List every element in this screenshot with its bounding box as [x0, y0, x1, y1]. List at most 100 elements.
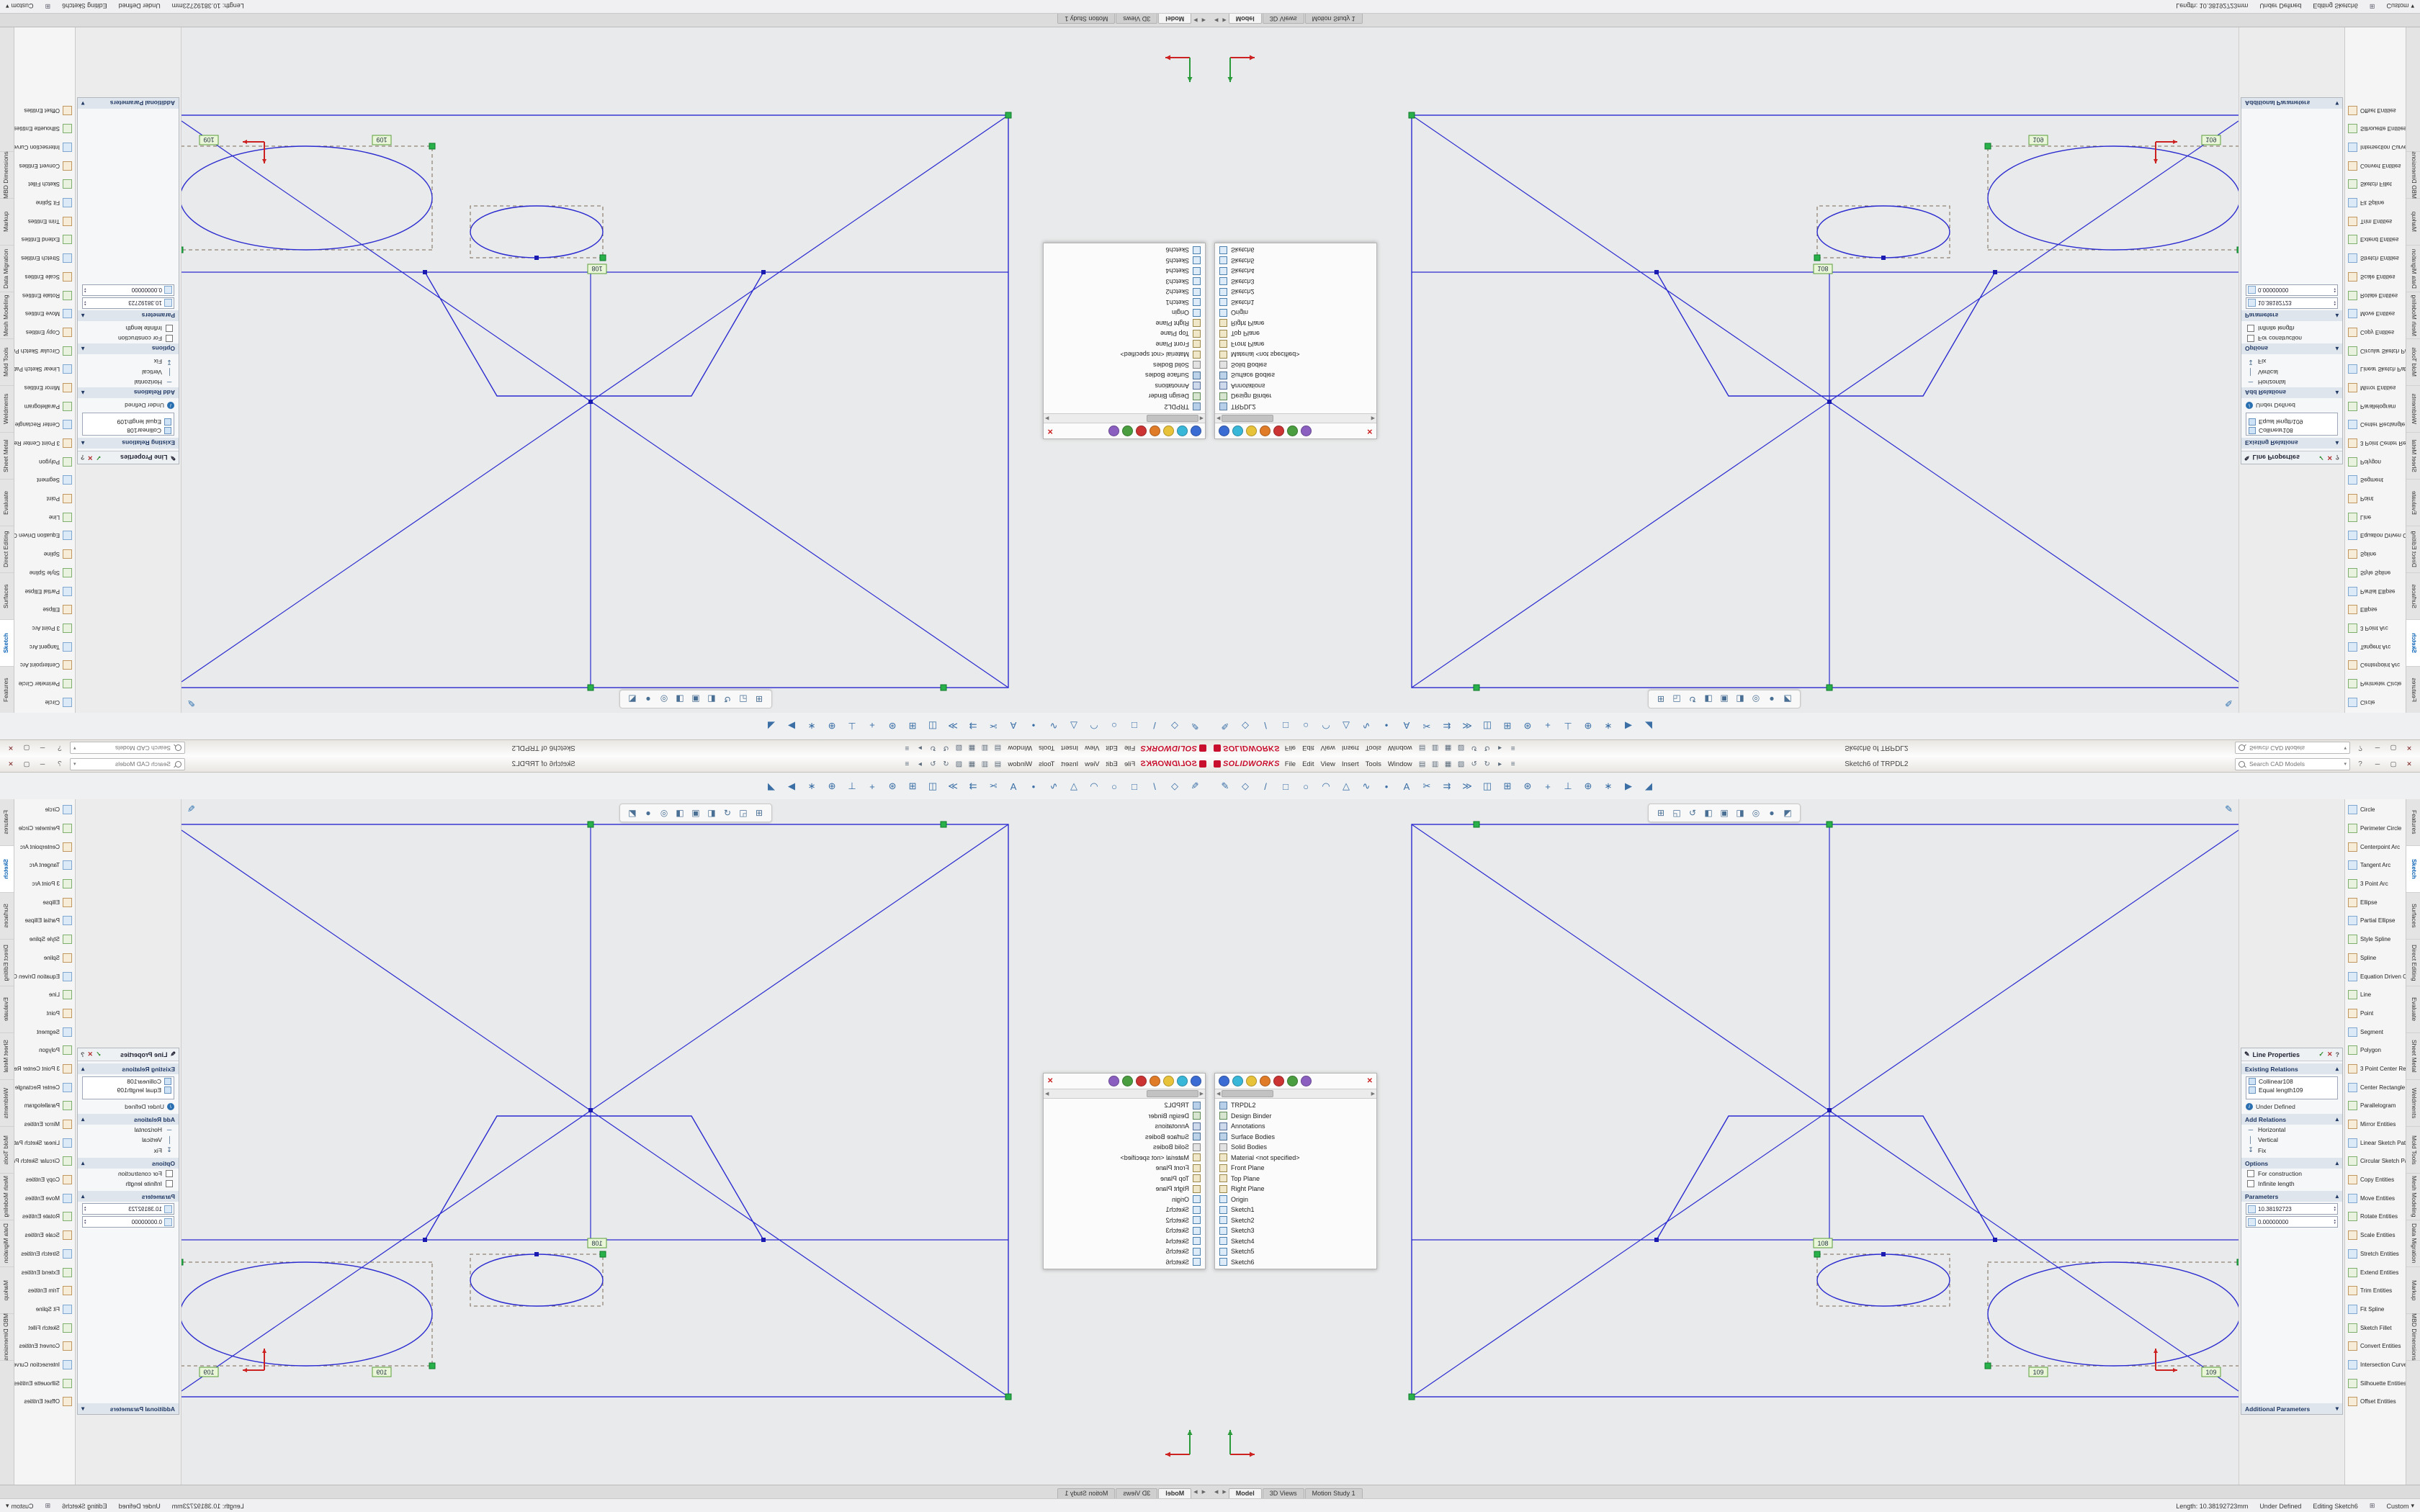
relation-callout-box[interactable] — [372, 1367, 392, 1377]
spinner-control[interactable]: ▴▾ — [84, 287, 86, 294]
command-tool-icon[interactable]: ∗ — [807, 780, 816, 791]
graphics-viewport[interactable]: 108 109 109 — [1210, 27, 2238, 713]
menu-item[interactable]: Window — [1387, 760, 1412, 768]
appearance-sphere-icon[interactable] — [1163, 426, 1174, 436]
tree-item[interactable]: Origin — [1215, 1194, 1376, 1205]
command-manager-tab[interactable]: Markup — [2406, 1267, 2420, 1314]
section-additional-parameters[interactable]: Additional Parameters ▾ — [78, 98, 179, 109]
confirmation-corner-icon[interactable]: ✎ — [2225, 804, 2233, 814]
qat-icon[interactable]: ↺ — [943, 760, 949, 768]
sketch-menu-item[interactable]: Scale Entities — [2345, 1226, 2406, 1245]
section-add-relations[interactable]: Add Relations ▴ — [2241, 1114, 2342, 1125]
maximize-button[interactable]: ▢ — [2390, 744, 2397, 752]
menu-item[interactable]: Tools — [1365, 760, 1381, 768]
sketch-menu-item[interactable]: Perimeter Circle — [2345, 819, 2406, 838]
tree-item[interactable]: Annotations — [1215, 381, 1376, 392]
search-dropdown-icon[interactable]: ▾ — [2344, 762, 2347, 767]
spinner-control[interactable]: ▴▾ — [84, 300, 86, 307]
command-tool-icon[interactable]: • — [1031, 720, 1036, 732]
hud-icon[interactable]: ⊞ — [1657, 694, 1665, 704]
command-manager-tab[interactable]: Sheet Metal — [0, 1033, 14, 1080]
checkbox[interactable] — [2247, 335, 2254, 342]
command-tool-icon[interactable]: ⊥ — [1564, 721, 1572, 732]
sketch-menu-item[interactable]: Perimeter Circle — [14, 819, 75, 838]
command-tool-icon[interactable]: ◠ — [1090, 780, 1098, 791]
sketch-menu-item[interactable]: Mirror Entities — [2345, 379, 2406, 397]
document-tab[interactable]: 3D Views — [1116, 14, 1158, 24]
spinner-control[interactable]: ▴▾ — [84, 1218, 86, 1225]
command-tool-icon[interactable]: ◇ — [1171, 721, 1178, 732]
document-tab[interactable]: 3D Views — [1262, 14, 1304, 24]
sketch-menu-item[interactable]: Parallelogram — [2345, 1097, 2406, 1115]
sketch-menu-item[interactable]: Circle — [2345, 801, 2406, 819]
ok-icon[interactable]: ✓ — [96, 1050, 102, 1058]
grid-icon[interactable]: ⊞ — [45, 1502, 51, 1509]
qat-icon[interactable]: ≡ — [905, 760, 910, 768]
ok-icon[interactable]: ✓ — [96, 454, 102, 462]
minimize-button[interactable]: ─ — [2375, 744, 2380, 752]
command-tool-icon[interactable]: ▶ — [788, 721, 795, 732]
tree-item[interactable]: Sketch2 — [1044, 287, 1205, 297]
relation-button[interactable]: ─ Horizontal — [78, 377, 179, 387]
menu-item[interactable]: Edit — [1302, 744, 1314, 752]
tree-item[interactable]: Annotations — [1044, 1121, 1205, 1132]
command-tool-icon[interactable]: ✂ — [989, 721, 998, 732]
hud-icon[interactable]: ◎ — [1752, 808, 1760, 818]
qat-icon[interactable]: ▥ — [981, 760, 989, 768]
section-additional-parameters[interactable]: Additional Parameters ▾ — [78, 1403, 179, 1414]
tree-item[interactable]: Front Plane — [1044, 1163, 1205, 1174]
document-tab[interactable]: Motion Study 1 — [1304, 14, 1363, 24]
sketch-menu-item[interactable]: Intersection Curve — [2345, 138, 2406, 157]
tree-item[interactable]: TRPDL2 — [1044, 402, 1205, 413]
tree-item[interactable]: Front Plane — [1215, 339, 1376, 350]
relation-callout-box[interactable] — [372, 135, 392, 145]
tree-item[interactable]: Right Plane — [1215, 1184, 1376, 1194]
hud-icon[interactable]: ▣ — [691, 694, 700, 704]
appearance-sphere-icon[interactable] — [1177, 1076, 1188, 1086]
sketch-menu-item[interactable]: Rotate Entities — [2345, 1207, 2406, 1226]
command-tool-icon[interactable]: ⊛ — [1523, 780, 1532, 791]
command-tool-icon[interactable]: □ — [1283, 780, 1289, 792]
confirmation-corner-icon[interactable]: ✎ — [2225, 698, 2233, 708]
command-tool-icon[interactable]: ◇ — [1242, 780, 1249, 791]
hud-icon[interactable]: ◎ — [660, 694, 668, 704]
hud-icon[interactable]: ◧ — [1704, 694, 1713, 704]
tree-item[interactable]: Solid Bodies — [1215, 360, 1376, 371]
command-manager-tab[interactable]: Mesh Modeling — [0, 292, 14, 338]
search-input[interactable] — [79, 760, 172, 768]
hud-icon[interactable]: ◨ — [676, 694, 684, 704]
sketch-menu-item[interactable]: Intersection Curve — [14, 1356, 75, 1374]
tree-item[interactable]: Sketch6 — [1044, 245, 1205, 256]
selection-box-large[interactable] — [1987, 1261, 2238, 1367]
sketch-menu-item[interactable]: Mirror Entities — [14, 1115, 75, 1134]
sketch-menu-item[interactable]: Fit Spline — [14, 194, 75, 212]
sketch-diagonal-1[interactable] — [182, 120, 1009, 688]
sketch-menu-item[interactable]: Polygon — [14, 1041, 75, 1060]
sketch-menu-item[interactable]: Copy Entities — [2345, 323, 2406, 342]
command-manager-tab[interactable]: Direct Editing — [0, 526, 14, 572]
qat-icon[interactable]: ▦ — [968, 760, 976, 768]
qat-icon[interactable]: ▧ — [1457, 760, 1465, 768]
panel-help-icon[interactable]: ? — [2335, 454, 2340, 462]
scroll-right-icon[interactable]: ▶ — [1045, 415, 1049, 420]
sketch-menu-item[interactable]: Offset Entities — [14, 101, 75, 120]
command-manager-tab[interactable]: MBD Dimensions — [2406, 1313, 2420, 1361]
relation-callout-box[interactable] — [2201, 135, 2221, 145]
option-row[interactable]: For construction — [2241, 333, 2342, 343]
cancel-icon[interactable]: ✕ — [2326, 1050, 2333, 1058]
command-tool-icon[interactable]: ◠ — [1322, 721, 1330, 732]
sketch-menu-item[interactable]: Ellipse — [14, 893, 75, 912]
chevron-up-icon[interactable]: ▴ — [81, 1115, 85, 1122]
command-manager-tab[interactable]: Weldments — [2406, 385, 2420, 432]
sketch-menu-item[interactable]: Style Spline — [14, 930, 75, 949]
sketch-points[interactable] — [182, 822, 766, 1256]
scroll-right-icon[interactable]: ▶ — [1045, 1092, 1049, 1097]
spinner-control[interactable]: ▴▾ — [2334, 1218, 2336, 1225]
tree-horizontal-scrollbar[interactable]: ◀ ▶ — [1215, 1089, 1376, 1099]
command-manager-tab[interactable]: Surfaces — [0, 572, 14, 619]
sketch-menu-item[interactable]: Polygon — [14, 452, 75, 471]
command-manager-tab[interactable]: Data Migration — [2406, 245, 2420, 292]
hud-icon[interactable]: ▣ — [1720, 808, 1729, 818]
search-box[interactable]: ▾ — [2235, 757, 2350, 770]
selection-box-large[interactable] — [1987, 145, 2238, 251]
